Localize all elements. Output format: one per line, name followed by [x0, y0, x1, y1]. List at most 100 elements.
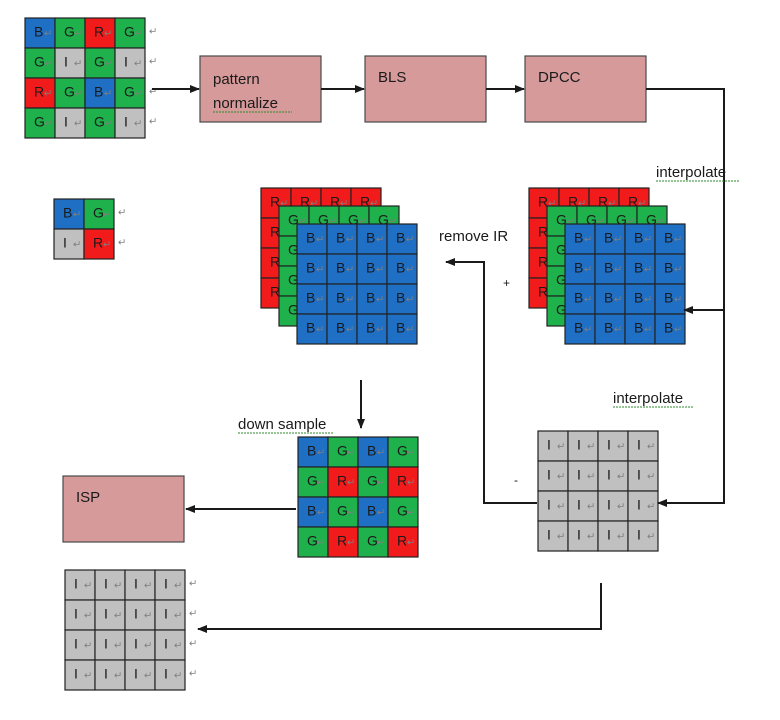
grid-cell-label: B: [574, 320, 583, 336]
paragraph-mark: ↵: [174, 581, 182, 592]
grid-cell-label: B: [574, 290, 583, 306]
paragraph-mark: ↵: [377, 478, 385, 489]
ir-output-grid: I↵I↵I↵I↵↵I↵I↵I↵I↵↵I↵I↵I↵I↵↵I↵I↵I↵I↵↵: [64, 569, 197, 691]
row-paragraph-mark: ↵: [118, 208, 126, 219]
paragraph-mark: ↵: [280, 199, 288, 210]
grid-cell: G↵: [327, 496, 359, 528]
paragraph-mark: ↵: [317, 538, 325, 549]
grid-cell-label: G: [307, 533, 318, 549]
grid-cell-label: B: [336, 320, 345, 336]
grid-cell: G↵: [84, 47, 116, 79]
row-paragraph-mark: ↵: [149, 57, 157, 68]
paragraph-mark: ↵: [647, 442, 655, 453]
grid-cell: I↵: [64, 659, 96, 691]
paragraph-mark: ↵: [134, 89, 142, 100]
grid-cell: B↵: [624, 313, 656, 345]
row-paragraph-mark: ↵: [189, 579, 197, 590]
grid-cell-label: G: [348, 212, 359, 228]
grid-cell: G↵: [297, 466, 329, 498]
grid-cell: B↵: [326, 313, 358, 345]
grid-cell: G↵: [114, 17, 146, 49]
blue-plane: B↵B↵B↵B↵B↵B↵B↵B↵B↵B↵B↵B↵B↵B↵B↵B↵: [296, 223, 418, 345]
grid-cell-label: I: [74, 636, 78, 652]
paragraph-mark: ↵: [358, 217, 366, 228]
grid-cell-label: I: [164, 606, 168, 622]
paragraph-mark: ↵: [74, 119, 82, 130]
paragraph-mark: ↵: [377, 538, 385, 549]
paragraph-mark: ↵: [674, 325, 682, 336]
grid-cell-label: I: [104, 606, 108, 622]
grid-cell: G↵: [84, 107, 116, 139]
grid-cell: I↵: [537, 520, 569, 552]
grid-cell-label: G: [556, 212, 567, 228]
paragraph-mark: ↵: [656, 217, 664, 228]
grid-cell: I↵: [114, 47, 146, 79]
grid-cell: R↵: [84, 17, 116, 49]
grid-cell: B↵: [654, 283, 686, 315]
grid-cell: G↵: [297, 526, 329, 558]
grid-cell-label: G: [34, 114, 45, 130]
grid-cell: B↵: [356, 223, 388, 255]
grid-cell: R↵: [24, 77, 56, 109]
grid-cell-label: R: [337, 473, 347, 489]
grid-cell: B↵: [594, 253, 626, 285]
paragraph-mark: ↵: [644, 235, 652, 246]
label-minus: -: [514, 473, 518, 487]
paragraph-mark: ↵: [347, 508, 355, 519]
paragraph-mark: ↵: [174, 611, 182, 622]
grid-cell: I↵: [124, 659, 156, 691]
grid-cell: R↵: [327, 466, 359, 498]
grid-cell: B↵: [564, 223, 596, 255]
paragraph-mark: ↵: [388, 217, 396, 228]
paragraph-mark: ↵: [316, 235, 324, 246]
grid-cell-label: R: [270, 254, 280, 270]
label-interpolate-top: interpolate: [656, 164, 726, 181]
grid-cell-label: G: [367, 533, 378, 549]
arrow-dpcc-interpolate-rgb: [646, 88, 725, 314]
arrow-remove-ir: [445, 258, 537, 504]
grid-cell-label: B: [367, 503, 376, 519]
paragraph-mark: ↵: [316, 325, 324, 336]
grid-cell: I↵: [94, 599, 126, 631]
grid-cell-label: B: [574, 260, 583, 276]
grid-cell: B↵: [386, 283, 418, 315]
grid-cell-label: G: [288, 272, 299, 288]
grid-cell-label: G: [397, 503, 408, 519]
paragraph-mark: ↵: [647, 532, 655, 543]
grid-cell-label: I: [124, 114, 128, 130]
grid-cell-label: B: [396, 230, 405, 246]
grid-cell: I↵: [567, 520, 599, 552]
grid-cell: B↵: [296, 253, 328, 285]
grid-cell-label: I: [104, 636, 108, 652]
label-down-sample: down sample: [238, 416, 326, 433]
paragraph-mark: ↵: [316, 295, 324, 306]
grid-cell-label: G: [556, 272, 567, 288]
paragraph-mark: ↵: [104, 89, 112, 100]
grid-cell-label: I: [74, 666, 78, 682]
paragraph-mark: ↵: [347, 448, 355, 459]
grid-cell: B↵: [594, 223, 626, 255]
grid-cell-label: G: [288, 242, 299, 258]
dpcc-label: DPCC: [538, 69, 581, 86]
grid-cell: B↵: [356, 253, 388, 285]
grid-cell: I↵: [54, 47, 86, 79]
paragraph-mark: ↵: [376, 295, 384, 306]
paragraph-mark: ↵: [104, 29, 112, 40]
paragraph-mark: ↵: [114, 641, 122, 652]
grid-cell-label: I: [64, 114, 68, 130]
grid-cell-label: R: [300, 194, 310, 210]
grid-cell: B↵: [357, 496, 389, 528]
paragraph-mark: ↵: [617, 532, 625, 543]
paragraph-mark: ↵: [74, 59, 82, 70]
paragraph-mark: ↵: [346, 325, 354, 336]
grid-cell-label: G: [64, 84, 75, 100]
grid-cell-label: I: [164, 576, 168, 592]
grid-cell-label: G: [318, 212, 329, 228]
paragraph-mark: ↵: [144, 611, 152, 622]
grid-cell: G↵: [54, 77, 86, 109]
grid-cell: I↵: [54, 107, 86, 139]
paragraph-mark: ↵: [340, 199, 348, 210]
grid-cell-label: B: [366, 230, 375, 246]
grid-cell-label: B: [94, 84, 103, 100]
